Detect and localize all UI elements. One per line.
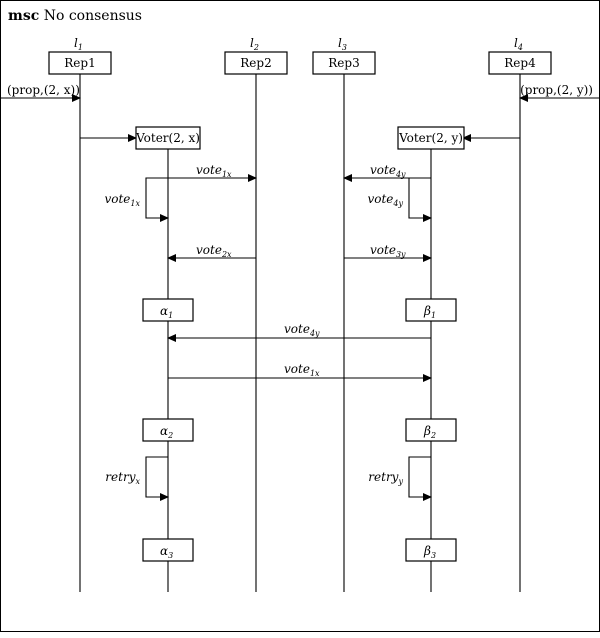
state-beta-3 [405, 538, 457, 562]
state-alpha-2 [142, 418, 194, 442]
state-label-alpha-1: α1 [160, 304, 173, 320]
state-beta-2 [405, 418, 457, 442]
label-retry-x: retryx [105, 470, 140, 486]
label-vote-3y: vote3y [370, 243, 406, 259]
instance-label-l1: l1 [74, 36, 83, 52]
voter-label-y: Voter(2, y) [398, 131, 463, 145]
instance-label-l2: l2 [250, 36, 259, 52]
self-loop-vote-1x [145, 177, 169, 222]
instance-box-rep4 [488, 51, 552, 75]
title-keyword: msc [8, 8, 40, 24]
instance-box-label-rep3: Rep3 [328, 56, 359, 70]
title-text: No consensus [43, 8, 142, 24]
instance-box-label-rep2: Rep2 [240, 56, 271, 70]
state-label-alpha-2: α2 [160, 424, 173, 440]
state-alpha-1 [142, 298, 194, 322]
label-vote-4y-cross: vote4y [284, 322, 320, 338]
label-vote-1x-a: vote1x [196, 163, 232, 179]
instance-label-l3: l3 [338, 36, 347, 52]
label-vote-4y-a: vote4y [370, 163, 406, 179]
voter-box-y [397, 126, 465, 150]
state-label-alpha-3: α3 [160, 544, 173, 560]
instance-label-l4: l4 [514, 36, 523, 52]
label-prop-y: (prop,(2, y)) [520, 83, 593, 97]
instance-box-rep1 [48, 51, 112, 75]
state-label-beta-2: β2 [423, 424, 436, 440]
instance-box-label-rep1: Rep1 [64, 56, 95, 70]
state-alpha-3 [142, 538, 194, 562]
label-prop-x: (prop,(2, x)) [7, 83, 80, 97]
instance-box-rep2 [224, 51, 288, 75]
label-vote-4y-self: vote4y [367, 192, 403, 208]
self-loop-retry-x [145, 456, 169, 501]
diagram-title: msc No consensus [8, 8, 142, 24]
label-retry-y: retryy [368, 470, 403, 486]
label-vote-1x-self: vote1x [104, 192, 140, 208]
state-label-beta-3: β3 [423, 544, 436, 560]
self-loop-retry-y [408, 456, 432, 501]
voter-label-x: Voter(2, x) [135, 131, 200, 145]
voter-box-x [135, 126, 201, 150]
self-loop-vote-4y [408, 177, 432, 222]
label-vote-2x: vote2x [196, 243, 232, 259]
state-label-beta-1: β1 [423, 304, 436, 320]
instance-box-label-rep4: Rep4 [504, 56, 536, 70]
instance-box-rep3 [312, 51, 376, 75]
state-beta-1 [405, 298, 457, 322]
label-vote-1x-cross: vote1x [284, 362, 320, 378]
